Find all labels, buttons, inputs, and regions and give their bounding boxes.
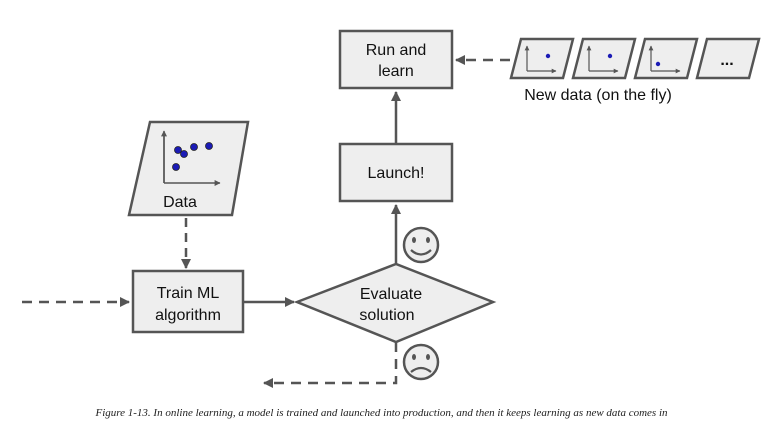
new-data-card-2	[571, 37, 637, 80]
run-and-learn-label-1: Run and	[366, 42, 427, 59]
data-parallelogram: Data	[127, 120, 250, 217]
ellipsis-label: ...	[720, 52, 733, 69]
new-data-card-3	[633, 37, 699, 80]
run-and-learn-box: Run and learn	[338, 29, 454, 90]
data-label: Data	[163, 194, 197, 211]
launch-label: Launch!	[368, 165, 425, 182]
new-data-label: New data (on the fly)	[524, 87, 672, 104]
figure-caption: Figure 1-13. In online learning, a model…	[95, 407, 668, 419]
run-and-learn-label-2: learn	[378, 63, 414, 80]
evaluate-label-1: Evaluate	[360, 286, 422, 303]
new-data-card-ellipsis: ...	[695, 37, 761, 80]
reject-dashed-arrow	[263, 342, 398, 388]
evaluate-diamond: Evaluate solution	[293, 262, 497, 344]
launch-box: Launch!	[338, 142, 454, 203]
new-data-card-1	[509, 37, 575, 80]
sad-face-icon	[402, 343, 440, 381]
train-label-1: Train ML	[157, 285, 220, 302]
evaluate-label-2: solution	[359, 307, 414, 324]
train-label-2: algorithm	[155, 307, 221, 324]
train-ml-box: Train ML algorithm	[131, 269, 245, 334]
smiley-face-icon	[402, 226, 440, 264]
